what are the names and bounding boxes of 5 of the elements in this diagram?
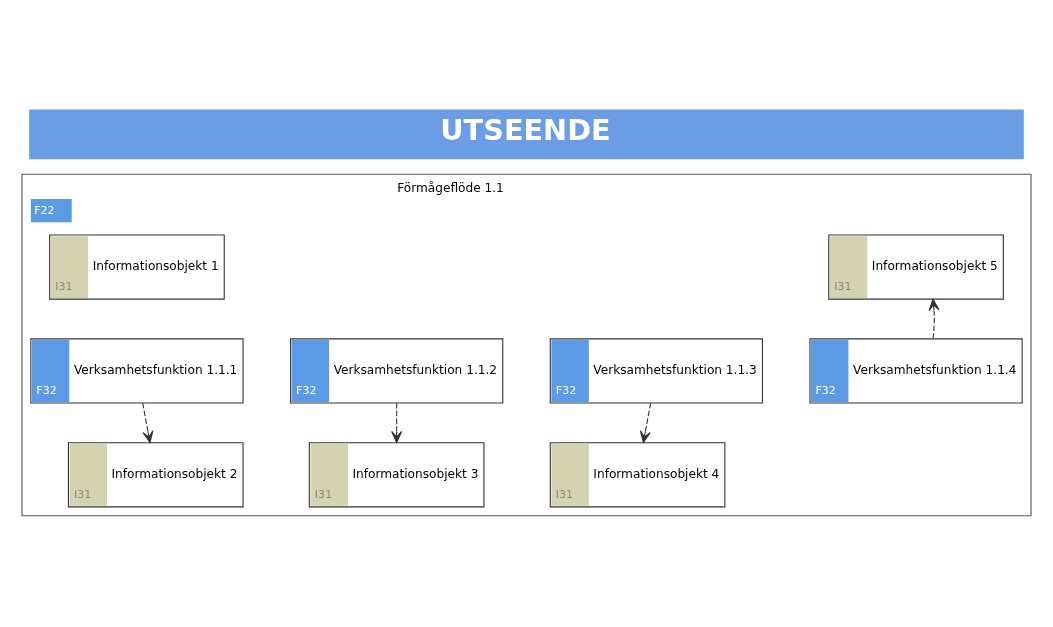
diagram-title: UTSEENDE xyxy=(440,113,611,148)
arrow xyxy=(391,402,403,444)
arrow xyxy=(928,298,940,340)
arrow xyxy=(639,402,652,444)
arrow xyxy=(142,402,154,444)
